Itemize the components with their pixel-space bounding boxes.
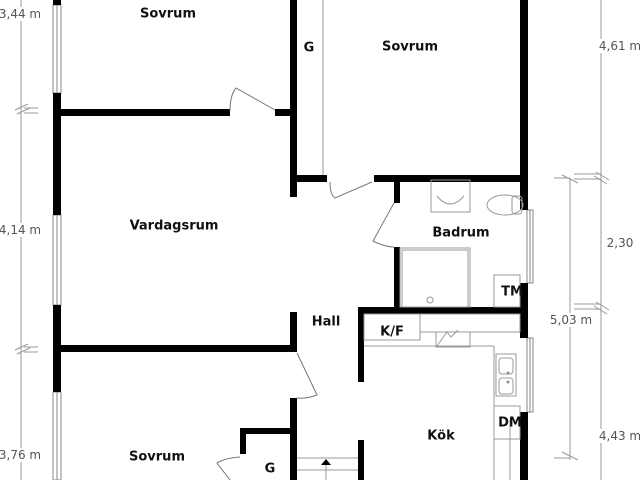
windows-right xyxy=(526,209,534,413)
room-label-hall: Hall xyxy=(311,314,341,330)
room-label-tvattmaskin: TM xyxy=(501,284,523,300)
dimension-left-2: 4,14 m xyxy=(0,223,43,237)
windows-left xyxy=(52,4,62,480)
room-label-diskmaskin: DM xyxy=(498,415,522,431)
door-swings xyxy=(216,87,395,480)
stair-arrow-icon xyxy=(321,459,331,465)
room-label-sovrum-1: Sovrum xyxy=(140,6,196,22)
fixtures xyxy=(297,0,524,480)
dimension-lines xyxy=(14,0,610,480)
room-label-sovrum-3: Sovrum xyxy=(129,449,185,465)
room-label-garderob-1: G xyxy=(303,40,315,56)
room-label-kok: Kök xyxy=(427,428,455,444)
dimension-left-1: 3,44 m xyxy=(0,7,43,21)
room-label-garderob-2: G xyxy=(264,461,276,477)
dimension-right-3: 4,43 m xyxy=(597,429,640,443)
dimension-right-2: 2,30 xyxy=(605,236,635,250)
room-label-vardagsrum: Vardagsrum xyxy=(129,218,219,234)
room-label-badrum: Badrum xyxy=(432,225,490,241)
room-label-sovrum-2: Sovrum xyxy=(382,39,438,55)
walls xyxy=(53,0,528,480)
dimension-right-1: 4,61 m xyxy=(597,39,640,53)
room-label-kyl-frys: K/F xyxy=(380,324,404,340)
dimension-left-3: 3,76 m xyxy=(0,448,43,462)
dimension-mid-1: 5,03 m xyxy=(548,313,594,327)
